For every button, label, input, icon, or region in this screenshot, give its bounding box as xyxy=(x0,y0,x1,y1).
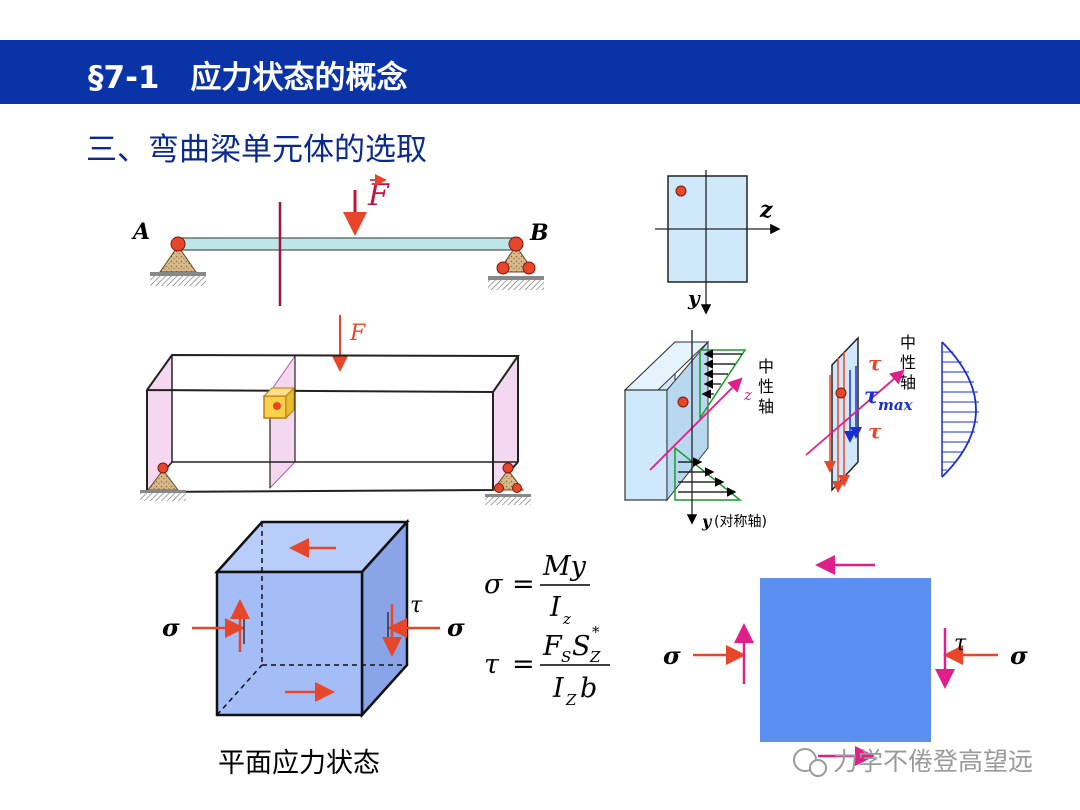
support-label-b: B xyxy=(529,220,549,246)
sigma-left-plane: σ xyxy=(663,641,681,670)
formula-i-2: I xyxy=(552,673,565,704)
caption: 平面应力状态 xyxy=(218,748,380,779)
section-point xyxy=(675,185,687,197)
force-label: F xyxy=(367,178,390,213)
neutral-axis-char-3: 轴 xyxy=(758,397,774,416)
tau-max-symbol: τ xyxy=(864,383,879,409)
formula-iz-sub: Z xyxy=(565,691,577,709)
support-label-a: A xyxy=(131,219,150,245)
formula-s: S xyxy=(572,631,591,662)
tau-max-subscript: max xyxy=(878,396,914,414)
formula-eq-1: = xyxy=(512,569,535,600)
roller-support-right xyxy=(488,236,544,290)
formula-my: My xyxy=(542,551,587,582)
watermark-text: 力学不倦登高望远 xyxy=(833,747,1034,776)
formula-star: * xyxy=(592,623,600,641)
neutral-axis-char-2: 性 xyxy=(758,377,774,396)
shear-parabola xyxy=(941,341,977,478)
sigma-right-3d: σ xyxy=(447,613,465,642)
element-cube-3d: σ σ τ xyxy=(162,518,465,719)
formula-z-sub: z xyxy=(562,610,571,628)
roller-support-3d xyxy=(485,462,531,505)
neutral-axis-char-1-shear: 中 xyxy=(900,333,916,352)
middle-section-face xyxy=(269,354,296,490)
neutral-axis-char-1: 中 xyxy=(758,357,774,376)
y-label: y xyxy=(687,286,701,310)
formula-i: I xyxy=(549,592,562,623)
simple-beam: F A B xyxy=(131,174,549,306)
bending-stress-diagram: z 中 性 轴 y (对称轴) xyxy=(623,330,774,531)
z-label: z xyxy=(759,197,773,223)
neutral-axis-char-2-shear: 性 xyxy=(900,353,916,372)
shear-stress-diagram: τ τ max τ 中 性 轴 xyxy=(805,333,979,493)
pin-support-3d xyxy=(140,462,186,501)
force-label-3d: F xyxy=(349,321,366,346)
formula-b: b xyxy=(580,673,597,704)
beam-3d-outline xyxy=(146,353,520,494)
tau-bottom-label: τ xyxy=(868,419,882,443)
plane-square xyxy=(760,578,931,742)
wechat-icon xyxy=(793,748,827,777)
beam-3d: F xyxy=(140,315,531,505)
formula-sigma: σ xyxy=(484,569,504,600)
formula-eq-2: = xyxy=(512,649,535,680)
sigma-left-3d: σ xyxy=(162,613,180,642)
y-label-bending: y xyxy=(701,512,713,531)
sigma-right-plane: σ xyxy=(1010,641,1028,670)
formula-zs-sub: Z xyxy=(589,648,601,666)
page-title: §7-1 应力状态的概念 xyxy=(88,60,408,96)
cross-section: z y xyxy=(655,170,781,315)
tau-top-label: τ xyxy=(868,351,882,375)
formula-f: F xyxy=(542,631,563,662)
small-element-cube xyxy=(262,386,296,420)
formulas: σ = My I z τ = F S S Z * I Z b xyxy=(484,551,610,709)
tau-label-plane: τ xyxy=(954,631,967,656)
tau-label-3d: τ xyxy=(410,593,423,618)
plane-element: σ σ τ xyxy=(663,555,1028,766)
pin-support-left xyxy=(150,236,206,286)
section-title: 三、弯曲梁单元体的选取 xyxy=(86,132,427,168)
beam-body xyxy=(177,237,517,251)
neutral-axis-char-3-shear: 轴 xyxy=(900,373,916,392)
title-bar xyxy=(0,40,1080,104)
formula-s-sub: S xyxy=(561,648,571,666)
z-label-bending: z xyxy=(743,386,752,404)
z-axis-bending xyxy=(649,377,743,471)
symmetry-axis-note: (对称轴) xyxy=(714,514,767,530)
formula-tau: τ xyxy=(484,649,500,680)
